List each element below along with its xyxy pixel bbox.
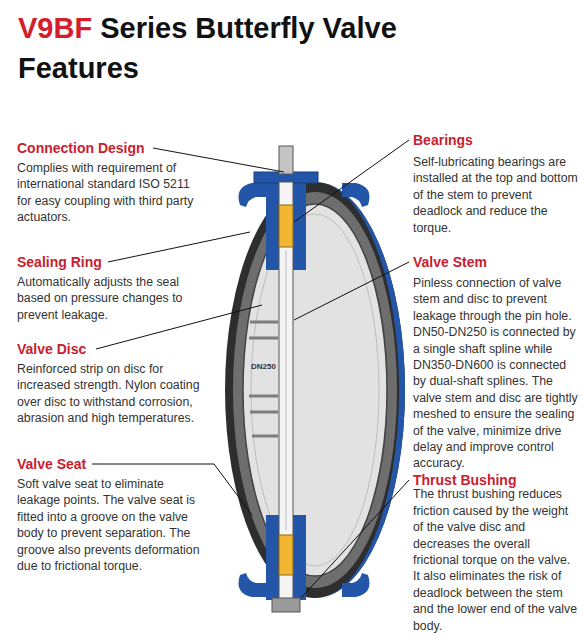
disc-size-mark: DN250 bbox=[251, 362, 276, 372]
stem-axis bbox=[286, 250, 287, 530]
feature-heading: Valve Stem bbox=[413, 253, 487, 271]
body-lug bbox=[342, 573, 370, 597]
body-lug bbox=[342, 183, 370, 207]
top-bearing bbox=[279, 205, 293, 247]
feature-description: Reinforced strip on disc for increased s… bbox=[17, 361, 202, 427]
feature-description: Pinless connection of valve stem and dis… bbox=[413, 275, 578, 472]
thrust-bushing bbox=[272, 598, 300, 612]
page-title: V9BF Series Butterfly Valve Features bbox=[18, 8, 518, 88]
disc-ribs bbox=[249, 322, 278, 436]
bottom-bearing bbox=[279, 535, 293, 575]
feature-description: Complies with requirement of internation… bbox=[17, 160, 202, 226]
valve-disc bbox=[243, 204, 387, 576]
valve-stem bbox=[279, 182, 293, 600]
body-lug bbox=[239, 183, 267, 207]
feature-heading: Bearings bbox=[413, 131, 473, 149]
feature-heading: Valve Disc bbox=[17, 340, 86, 358]
feature-heading: Sealing Ring bbox=[17, 253, 102, 271]
sealing-ring bbox=[233, 192, 397, 588]
feature-description: Self-lubricating bearings are installed … bbox=[413, 154, 578, 236]
valve-seat bbox=[225, 182, 405, 598]
feature-description: Automatically adjusts the seal based on … bbox=[17, 274, 202, 323]
feature-heading: Valve Seat bbox=[17, 455, 86, 473]
shaft-top bbox=[279, 146, 293, 174]
feature-description: Soft valve seat to eliminate leakage poi… bbox=[17, 476, 207, 574]
feature-heading: Connection Design bbox=[17, 139, 145, 157]
feature-heading: Thrust Bushing bbox=[413, 471, 516, 489]
feature-description: The thrust bushing reduces friction caus… bbox=[413, 486, 578, 634]
body-lug bbox=[239, 573, 267, 597]
